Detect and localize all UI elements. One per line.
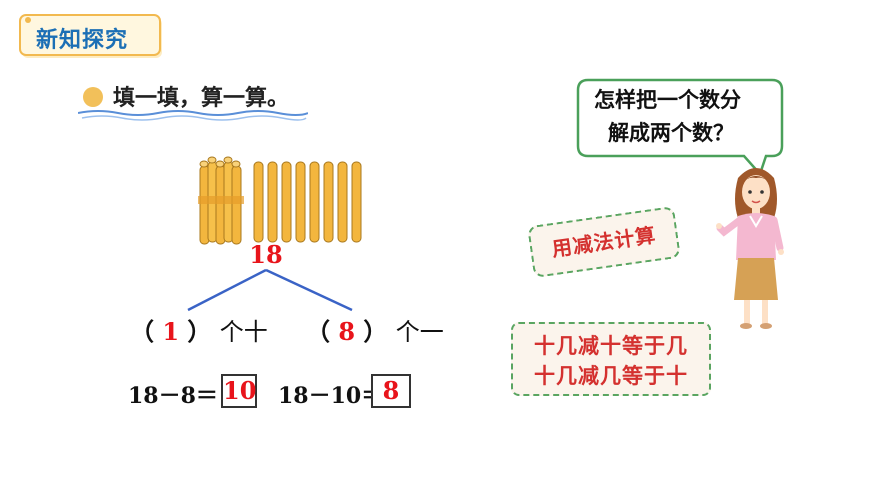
speech-bubble-shape [576,78,784,177]
ones-answer: 8 [338,317,356,346]
speech-bubble-text: 怎样把一个数分 解成两个数？ [594,84,774,150]
equation-1: 18－8＝ [128,383,218,409]
close-paren: ） [187,317,212,346]
section-tag-label: 新知探究 [36,28,129,53]
rule-line-2: 十几减几等于十 [534,364,688,388]
section-tag: 新知探究 [18,12,166,62]
tag-background [19,14,162,58]
open-paren: （ [130,317,154,346]
equation-1-answer-box[interactable]: 10 [221,374,257,408]
instruction-text: 填一填，算一算。 [113,86,290,111]
single-sticks-icon [253,161,362,243]
close-paren: ） [363,317,388,346]
bullet-dot [83,87,103,107]
rules-box: 十几减十等于几 十几减几等于十 [511,322,711,396]
tens-unit: 个十 [219,318,268,346]
speech-bubble-line2: 解成两个数？ [608,121,734,145]
ones-unit: 个一 [395,318,444,346]
equation-2: 18－10＝ [278,383,384,409]
rule-line-1: 十几减十等于几 [534,334,688,358]
open-paren: （ [306,317,330,346]
equation-2-answer-box[interactable]: 8 [371,374,411,408]
speech-bubble-line1: 怎样把一个数分 [594,88,741,112]
tens-answer: 1 [162,317,180,346]
decomposition-branches [187,268,353,312]
counting-sticks-icon [198,156,362,245]
wavy-underline [78,110,308,121]
tens-row: （ 1 ） 个十 [130,312,268,347]
teacher-figure [716,168,784,329]
total-number: 18 [249,240,283,269]
speech-bubble: 怎样把一个数分 解成两个数？ [576,78,784,177]
ones-row: （ 8 ） 个一 [306,312,444,347]
stick-bundle-icon [198,156,244,245]
subtraction-stamp: 用减法计算 [527,205,681,279]
